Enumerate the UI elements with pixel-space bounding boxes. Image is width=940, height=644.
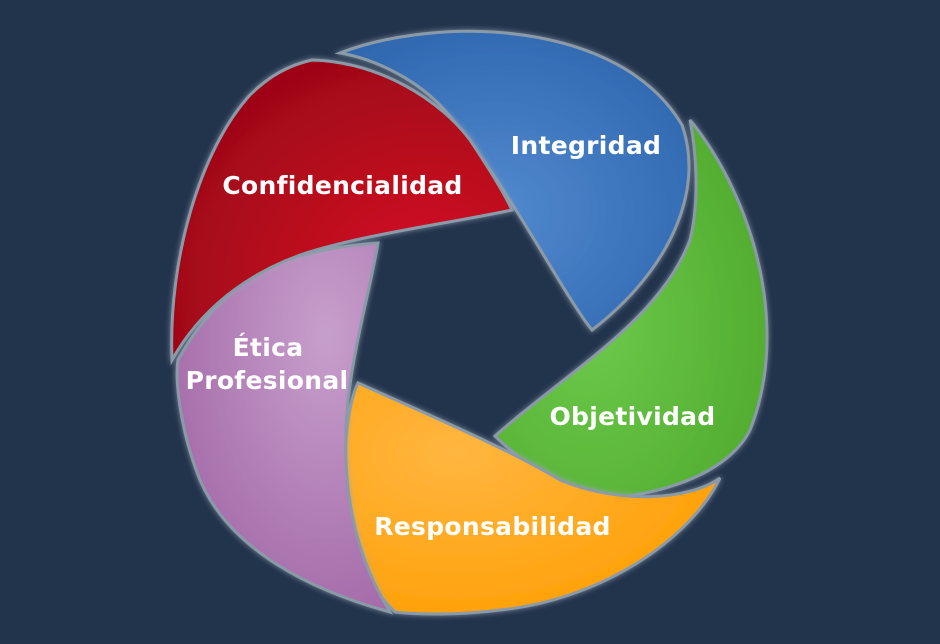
label-responsabilidad: Responsabilidad: [374, 512, 611, 541]
label-etica: Ética: [232, 333, 304, 362]
label-confidencialidad: Confidencialidad: [222, 171, 463, 200]
segment-integridad: [334, 29, 691, 333]
label-objetividad: Objetividad: [549, 402, 716, 431]
label-profesional: Profesional: [185, 366, 349, 395]
segment-confidencialidad: [170, 58, 515, 366]
label-integridad: Integridad: [510, 131, 662, 160]
